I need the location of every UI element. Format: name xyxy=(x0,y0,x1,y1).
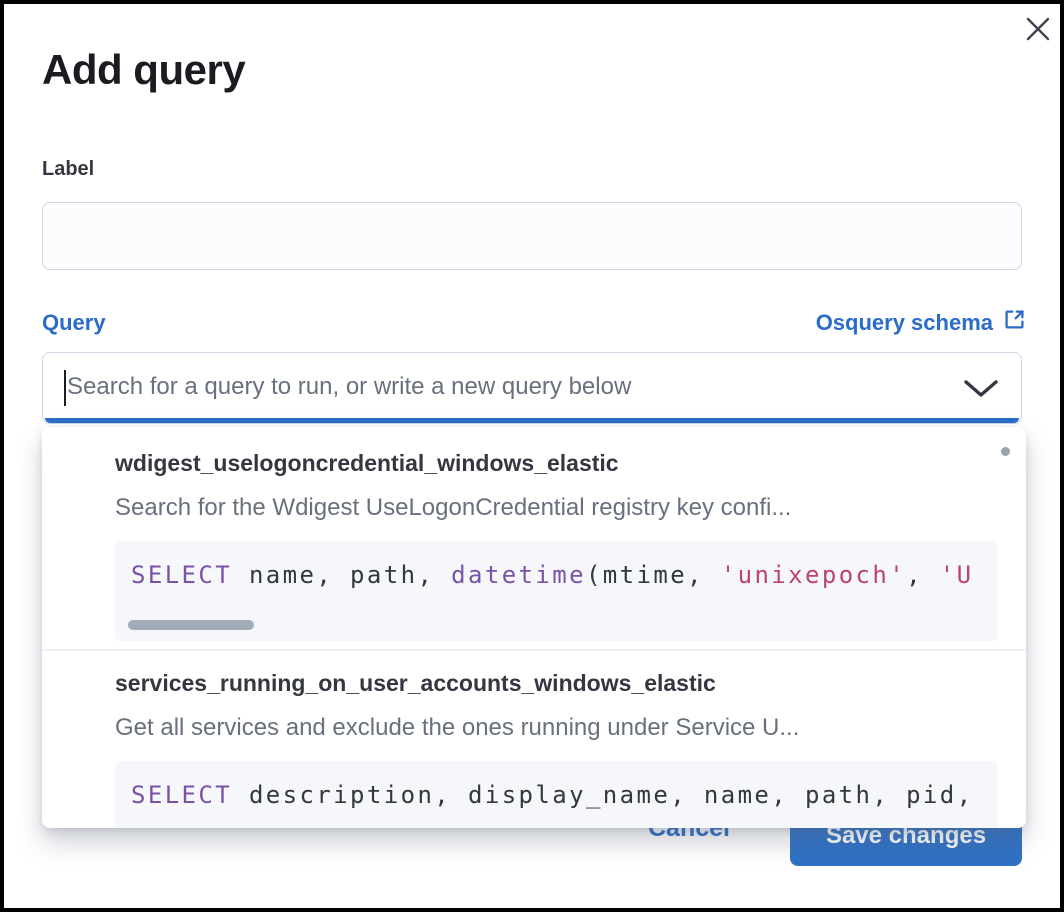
panel-scrollbar-thumb[interactable] xyxy=(1001,447,1010,456)
osquery-schema-link-label: Osquery schema xyxy=(815,309,993,335)
option-code: SELECT name, path, datetime(mtime, 'unix… xyxy=(131,561,974,589)
page-title: Add query xyxy=(42,46,246,93)
option-title: services_running_on_user_accounts_window… xyxy=(115,670,716,696)
query-option[interactable]: wdigest_uselogoncredential_windows_elast… xyxy=(42,427,1026,649)
query-option[interactable]: services_running_on_user_accounts_window… xyxy=(42,649,1026,828)
label-input[interactable] xyxy=(42,202,1022,270)
query-suggestions-panel: wdigest_uselogoncredential_windows_elast… xyxy=(42,427,1026,828)
query-combobox[interactable] xyxy=(42,352,1022,424)
osquery-schema-link[interactable]: Osquery schema xyxy=(816,308,1026,337)
close-button[interactable] xyxy=(1020,12,1056,48)
option-code-block: SELECT name, path, datetime(mtime, 'unix… xyxy=(115,541,998,641)
option-code-block: SELECT description, display_name, name, … xyxy=(115,761,998,828)
query-search-input[interactable] xyxy=(67,357,947,417)
input-caret xyxy=(64,370,66,406)
option-description: Get all services and exclude the ones ru… xyxy=(115,714,800,741)
option-description: Search for the Wdigest UseLogonCredentia… xyxy=(115,494,792,521)
query-field-label: Query xyxy=(42,310,106,335)
query-options-list: wdigest_uselogoncredential_windows_elast… xyxy=(42,427,1026,828)
option-title: wdigest_uselogoncredential_windows_elast… xyxy=(115,450,619,476)
code-h-scrollbar[interactable] xyxy=(128,620,254,630)
option-code: SELECT description, display_name, name, … xyxy=(131,781,974,809)
label-field-label: Label xyxy=(42,158,95,180)
chevron-down-icon[interactable] xyxy=(963,379,999,404)
external-link-icon xyxy=(1003,308,1026,337)
close-icon xyxy=(1023,14,1053,47)
